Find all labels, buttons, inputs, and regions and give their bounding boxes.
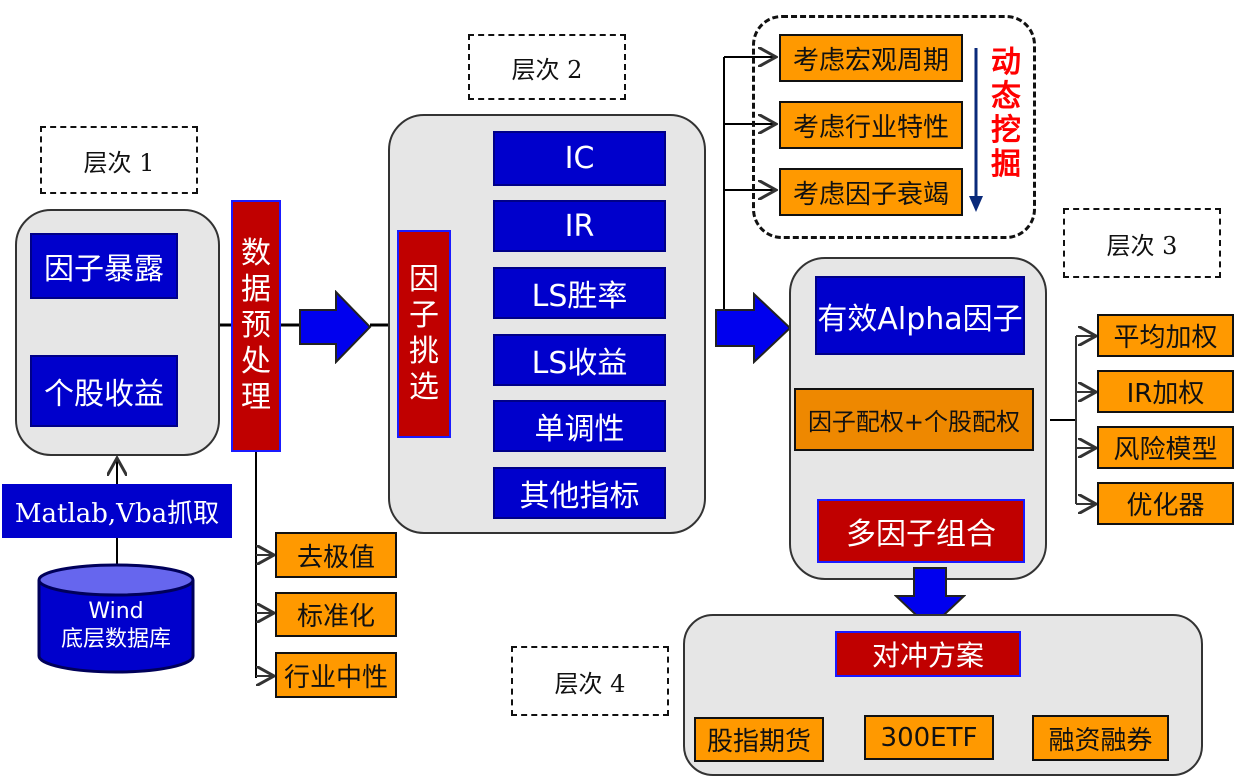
metric-ic-box[interactable]: IC (493, 131, 666, 186)
database-icon (37, 563, 195, 674)
dynamic-down-arrow-icon (969, 48, 983, 212)
stock-return-text: 个股收益 (44, 377, 164, 412)
effective-alpha-text: 有效Alpha因子 (817, 301, 1023, 337)
metric-ir-text: IR (564, 208, 595, 244)
margin-trading-box[interactable]: 融资融券 (1032, 715, 1169, 761)
etf-300-box[interactable]: 300ETF (864, 715, 994, 760)
preprocess-box[interactable]: 数 据 预 处 理 (231, 200, 281, 452)
hedge-plan-text: 对冲方案 (871, 639, 984, 672)
multi-factor-portfolio-text: 多因子组合 (846, 517, 996, 552)
stock-return-box[interactable]: 个股收益 (30, 355, 178, 427)
risk-model-text: 风险模型 (1113, 435, 1218, 465)
ir-weight-text: IR加权 (1126, 379, 1205, 409)
industry-neutral-box[interactable]: 行业中性 (275, 652, 397, 698)
dynamic-char: 态 (991, 79, 1021, 114)
level1-label-text: 层次 1 (83, 148, 155, 177)
multi-factor-portfolio-box[interactable]: 多因子组合 (817, 499, 1025, 563)
metric-ls-winrate-text: LS胜率 (531, 279, 628, 314)
metric-ls-return-box[interactable]: LS收益 (493, 334, 666, 386)
wind-database[interactable]: Wind 底层数据库 (36, 562, 196, 674)
winsorize-text: 去极值 (296, 542, 375, 573)
preprocess-steps-connector (255, 452, 274, 678)
factor-selection-box[interactable]: 因 子 挑 选 (397, 230, 451, 438)
winsorize-box[interactable]: 去极值 (275, 532, 397, 578)
selection-char: 挑 (409, 334, 439, 369)
level2-label-text: 层次 2 (511, 55, 583, 84)
flow-arrow-right-icon (715, 292, 792, 364)
standardize-box[interactable]: 标准化 (275, 592, 397, 637)
selection-char: 子 (409, 298, 439, 333)
flow-arrow-right-icon (299, 290, 372, 364)
ir-weight-box[interactable]: IR加权 (1097, 370, 1234, 413)
flow-arrow-down-icon (894, 567, 966, 630)
dynamic-char: 挖 (991, 113, 1021, 148)
factor-decay-text: 考虑因子衰竭 (792, 179, 949, 210)
equal-weight-box[interactable]: 平均加权 (1097, 314, 1234, 357)
weighting-text: 因子配权+个股配权 (807, 408, 1021, 436)
level4-label: 层次 4 (511, 646, 669, 716)
risk-model-box[interactable]: 风险模型 (1097, 426, 1234, 469)
level4-label-text: 层次 4 (554, 669, 626, 698)
metric-ls-winrate-box[interactable]: LS胜率 (493, 267, 666, 319)
margin-trading-text: 融资融券 (1048, 725, 1153, 756)
hedge-plan-box[interactable]: 对冲方案 (835, 631, 1021, 677)
metric-ir-box[interactable]: IR (493, 200, 666, 252)
dynamic-char: 动 (991, 45, 1021, 80)
metric-monotonicity-text: 单调性 (534, 412, 625, 447)
factor-decay-box[interactable]: 考虑因子衰竭 (779, 168, 963, 216)
metric-monotonicity-box[interactable]: 单调性 (493, 400, 666, 452)
optimizer-box[interactable]: 优化器 (1097, 482, 1234, 525)
database-line1: Wind (88, 599, 144, 624)
level3-label: 层次 3 (1063, 208, 1221, 278)
index-futures-text: 股指期货 (706, 727, 811, 757)
macro-cycle-text: 考虑宏观周期 (792, 45, 949, 76)
industry-neutral-text: 行业中性 (283, 662, 388, 693)
fetch-text: Matlab,Vba抓取 (14, 498, 220, 529)
fetch-box[interactable]: Matlab,Vba抓取 (2, 484, 232, 538)
preprocess-char: 理 (241, 380, 271, 415)
level1-label: 层次 1 (40, 126, 198, 194)
selection-char: 选 (409, 370, 439, 405)
effective-alpha-box[interactable]: 有效Alpha因子 (815, 276, 1025, 355)
metric-ic-text: IC (564, 141, 595, 176)
metric-ls-return-text: LS收益 (531, 346, 628, 381)
factor-exposure-text: 因子暴露 (44, 252, 164, 287)
macro-cycle-box[interactable]: 考虑宏观周期 (779, 34, 963, 82)
standardize-text: 标准化 (296, 602, 375, 632)
preprocess-char: 处 (241, 344, 271, 379)
database-line2: 底层数据库 (60, 627, 171, 652)
optimizer-text: 优化器 (1126, 491, 1205, 521)
etf-300-text: 300ETF (880, 722, 978, 753)
industry-feature-text: 考虑行业特性 (792, 112, 949, 143)
level3-label-text: 层次 3 (1106, 231, 1178, 260)
dynamic-mining-region (752, 15, 1036, 239)
dynamic-mining-label: 动 态 挖 掘 (986, 46, 1026, 182)
methods-tree-connector (1050, 336, 1096, 504)
database-label: Wind 底层数据库 (36, 598, 196, 654)
dynamic-char: 掘 (991, 147, 1021, 182)
weighting-box[interactable]: 因子配权+个股配权 (794, 388, 1034, 451)
industry-feature-box[interactable]: 考虑行业特性 (779, 101, 963, 149)
index-futures-box[interactable]: 股指期货 (694, 717, 824, 762)
factor-exposure-box[interactable]: 因子暴露 (30, 233, 178, 299)
preprocess-char: 数 (241, 236, 271, 271)
preprocess-char: 预 (241, 308, 271, 343)
selection-char: 因 (409, 262, 439, 297)
preprocess-char: 据 (241, 272, 271, 307)
level2-label: 层次 2 (468, 34, 626, 100)
metric-other-box[interactable]: 其他指标 (493, 467, 666, 519)
equal-weight-text: 平均加权 (1113, 323, 1218, 353)
dynamic-tree-connector (723, 57, 776, 310)
metric-other-text: 其他指标 (519, 479, 640, 514)
